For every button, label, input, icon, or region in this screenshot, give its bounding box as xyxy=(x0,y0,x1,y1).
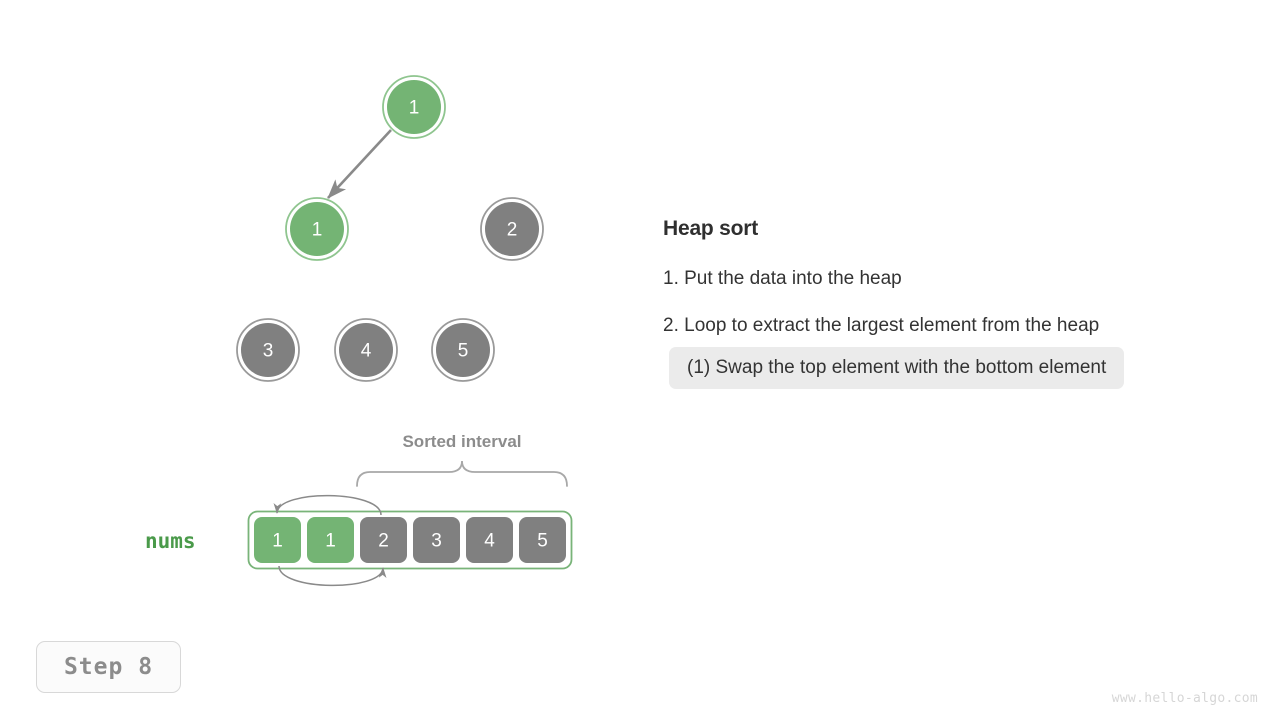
array-cell-0-label: 1 xyxy=(272,531,283,552)
tree-node-2-label: 2 xyxy=(507,220,518,241)
page-title: Heap sort xyxy=(663,217,759,240)
array-container xyxy=(247,510,573,570)
array-cell-1: 1 xyxy=(307,517,354,563)
explanation-panel: Heap sort 1. Put the data into the heap … xyxy=(663,218,1253,389)
panel-step-1: 1. Put the data into the heap xyxy=(663,268,902,289)
tree-node-3-label: 3 xyxy=(263,341,274,362)
tree-node-5-label: 5 xyxy=(458,341,469,362)
sorted-interval-label: Sorted interval xyxy=(402,432,521,451)
array-cell-2: 2 xyxy=(360,517,407,563)
array-cell-3: 3 xyxy=(413,517,460,563)
tree-node-1-label: 1 xyxy=(312,220,323,241)
tree-node-5: 5 xyxy=(431,318,495,382)
heap-tree-diagram: 1 1 2 3 4 5 Sorted interval nums 1 xyxy=(145,75,573,587)
array-cell-2-label: 2 xyxy=(378,531,389,552)
array-cell-5: 5 xyxy=(519,517,566,563)
array-label-nums: nums xyxy=(145,529,196,553)
array-cell-4-label: 4 xyxy=(484,531,495,552)
tree-node-0-label: 1 xyxy=(409,98,420,119)
tree-node-2: 2 xyxy=(480,197,544,261)
panel-step-2: 2. Loop to extract the largest element f… xyxy=(663,315,1100,336)
tree-node-0: 1 xyxy=(382,75,446,139)
tree-node-4: 4 xyxy=(334,318,398,382)
tree-edge-arrow xyxy=(327,129,392,199)
swap-arrow-top xyxy=(273,494,382,516)
array-cell-5-label: 5 xyxy=(537,531,548,552)
tree-node-1: 1 xyxy=(285,197,349,261)
swap-arrow-bottom xyxy=(278,565,387,587)
array-cell-4: 4 xyxy=(466,517,513,563)
tree-node-3: 3 xyxy=(236,318,300,382)
tree-node-4-label: 4 xyxy=(361,341,372,362)
array-cell-1-label: 1 xyxy=(325,531,336,552)
step-badge: Step 8 xyxy=(36,641,181,693)
sorted-interval-brace xyxy=(356,460,568,487)
panel-highlight-substep: (1) Swap the top element with the bottom… xyxy=(669,347,1125,389)
watermark: www.hello-algo.com xyxy=(1111,691,1258,706)
array-cell-3-label: 3 xyxy=(431,531,442,552)
array-cell-0: 1 xyxy=(254,517,301,563)
